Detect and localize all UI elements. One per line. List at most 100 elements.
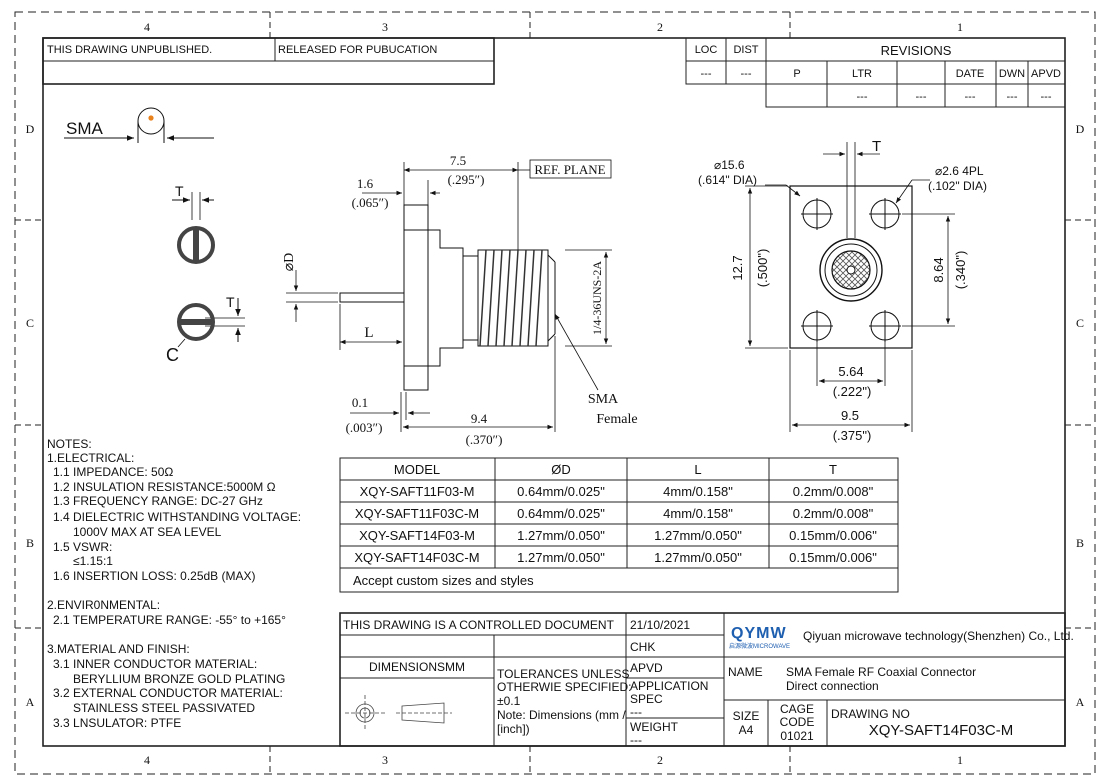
company-logo: QYMW bbox=[731, 625, 787, 642]
table-cell: 0.15mm/0.006" bbox=[789, 528, 877, 543]
dim-222: (.222") bbox=[833, 384, 872, 399]
table-header-t: T bbox=[829, 462, 837, 477]
part-name-line-1: SMA Female RF Coaxial Connector bbox=[786, 665, 976, 679]
dim-0-1: 0.1 bbox=[352, 395, 368, 410]
notes-line: 3.2 EXTERNAL CONDUCTOR MATERIAL: bbox=[53, 686, 283, 700]
zone-row-b-right: B bbox=[1076, 536, 1084, 550]
notes-line: 1.3 FREQUENCY RANGE: DC-27 GHz bbox=[53, 494, 263, 508]
table-cell: 1.27mm/0.050" bbox=[517, 528, 605, 543]
dim-9-5: 9.5 bbox=[841, 408, 859, 423]
tolerances-value: ±0.1 bbox=[497, 694, 521, 708]
zone-row-a-right: A bbox=[1076, 695, 1085, 709]
rev-header-dwn: DWN bbox=[999, 68, 1025, 80]
outer-thread-ring bbox=[819, 238, 883, 302]
table-cell: 0.2mm/0.008" bbox=[793, 484, 874, 499]
notes-line: 2.1 TEMPERATURE RANGE: -55° to +165° bbox=[53, 613, 286, 627]
part-name-line-2: Direct connection bbox=[786, 679, 879, 693]
sma-center-dot bbox=[148, 115, 154, 121]
company-logo-subtitle: 启源微波MICROWAVE bbox=[729, 642, 790, 650]
zone-row-d: D bbox=[26, 122, 35, 136]
dim-375: (.375") bbox=[833, 428, 872, 443]
cage-label-2: CODE bbox=[780, 715, 815, 729]
table-cell: XQY-SAFT14F03-M bbox=[359, 528, 475, 543]
front-t-label: T bbox=[872, 138, 881, 155]
chamfer-pin-symbol: T C bbox=[166, 294, 245, 365]
dim-295: (.295″) bbox=[448, 172, 485, 187]
table-header-l: L bbox=[694, 462, 701, 477]
title-block bbox=[339, 612, 1066, 747]
rev-cell-date: --- bbox=[965, 91, 976, 103]
rev-header-date: DATE bbox=[956, 68, 985, 80]
chk-label: CHK bbox=[630, 640, 655, 654]
zone-col-4-bottom: 4 bbox=[144, 753, 150, 767]
weight-value: --- bbox=[630, 733, 642, 747]
dia-614: (.614" DIA) bbox=[698, 173, 757, 187]
model-table-text: MODEL ØD L T XQY-SAFT11F03-M 0.64mm/0.02… bbox=[353, 462, 877, 588]
tolerances-line-2: OTHERWIE SPECIFIED: bbox=[497, 680, 631, 694]
ref-plane-label: REF. PLANE bbox=[534, 162, 605, 177]
notes-line: 1.2 INSULATION RESISTANCE:5000M Ω bbox=[53, 480, 276, 494]
zone-row-c: C bbox=[26, 316, 34, 330]
zone-col-2-bottom: 2 bbox=[657, 753, 663, 767]
notes-line: 3.1 INNER CONDUCTOR MATERIAL: bbox=[53, 657, 257, 671]
notes-line: 3.3 LNSULATOR: PTFE bbox=[53, 716, 181, 730]
rev-header-p: P bbox=[793, 68, 800, 80]
header-strip bbox=[42, 37, 767, 85]
notes-line: 1.ELECTRICAL: bbox=[47, 451, 134, 465]
drawing-number: XQY-SAFT14F03C-M bbox=[869, 722, 1014, 739]
cage-code-value: 01021 bbox=[780, 729, 814, 743]
unpublished-label: THIS DRAWING UNPUBLISHED. bbox=[47, 44, 212, 56]
revisions-text: REVISIONS P LTR DATE DWN APVD --- --- --… bbox=[793, 43, 1061, 103]
side-view bbox=[339, 204, 556, 391]
notes-line: 3.MATERIAL AND FINISH: bbox=[47, 642, 190, 656]
cage-label-1: CAGE bbox=[780, 702, 814, 716]
sma-label: SMA bbox=[588, 392, 619, 407]
name-label: NAME bbox=[728, 665, 763, 679]
zone-col-3: 3 bbox=[382, 20, 388, 34]
table-cell: XQY-SAFT11F03-M bbox=[360, 484, 475, 499]
side-view-dimensions bbox=[286, 162, 612, 432]
notes-line: BERYLLIUM BRONZE GOLD PLATING bbox=[73, 672, 285, 686]
released-label: RELEASED FOR PUBUCATION bbox=[278, 44, 437, 56]
notes-line: NOTES: bbox=[47, 437, 92, 451]
sma-symbol: SMA bbox=[64, 107, 214, 143]
notes-line: 1000V MAX AT SEA LEVEL bbox=[73, 525, 222, 539]
chamfer-pin-t-label: T bbox=[226, 294, 235, 310]
zone-labels: 4 3 2 1 4 3 2 1 D C B A D C B A bbox=[26, 20, 1085, 767]
table-cell: 0.64mm/0.025" bbox=[517, 506, 605, 521]
company-name: Qiyuan microwave technology(Shenzhen) Co… bbox=[803, 629, 1074, 643]
header-text: THIS DRAWING UNPUBLISHED. RELEASED FOR P… bbox=[47, 44, 759, 80]
model-table bbox=[339, 457, 899, 593]
weight-label: WEIGHT bbox=[630, 720, 679, 734]
application-label: APPLICATION bbox=[630, 679, 708, 693]
dimensions-note: Note: Dimensions (mm / bbox=[497, 708, 626, 722]
table-cell: 0.15mm/0.006" bbox=[789, 550, 877, 565]
dia-102: (.102" DIA) bbox=[928, 179, 987, 193]
dim-340: (.340") bbox=[953, 251, 968, 290]
dim-1-6: 1.6 bbox=[357, 176, 374, 191]
l-label: L bbox=[364, 325, 373, 341]
tolerances-line-1: TOLERANCES UNLESS bbox=[497, 667, 630, 681]
table-header-model: MODEL bbox=[394, 462, 440, 477]
drawing-no-label: DRAWING NO bbox=[831, 707, 910, 721]
loc-label: LOC bbox=[695, 44, 718, 56]
table-cell: 1.27mm/0.050" bbox=[517, 550, 605, 565]
zone-col-1-bottom: 1 bbox=[957, 753, 963, 767]
apvd-label: APVD bbox=[630, 661, 663, 675]
dim-500: (.500") bbox=[755, 249, 770, 288]
drawing-date: 21/10/2021 bbox=[630, 618, 690, 632]
spec-label: SPEC bbox=[630, 692, 663, 706]
notes-line: 1.5 VSWR: bbox=[53, 540, 112, 554]
zone-col-1: 1 bbox=[957, 20, 963, 34]
rev-cell-apvd: --- bbox=[1041, 91, 1052, 103]
mount-holes bbox=[801, 198, 901, 342]
zone-row-c-right: C bbox=[1076, 316, 1084, 330]
zone-row-b: B bbox=[26, 536, 34, 550]
thread-ridges bbox=[479, 249, 543, 347]
table-cell: XQY-SAFT14F03C-M bbox=[354, 550, 479, 565]
notes-line: STAINLESS STEEL PASSIVATED bbox=[73, 701, 255, 715]
table-cell: 4mm/0.158" bbox=[663, 506, 733, 521]
table-cell: 1.27mm/0.050" bbox=[654, 550, 742, 565]
dimensions-unit: [inch]) bbox=[497, 722, 530, 736]
